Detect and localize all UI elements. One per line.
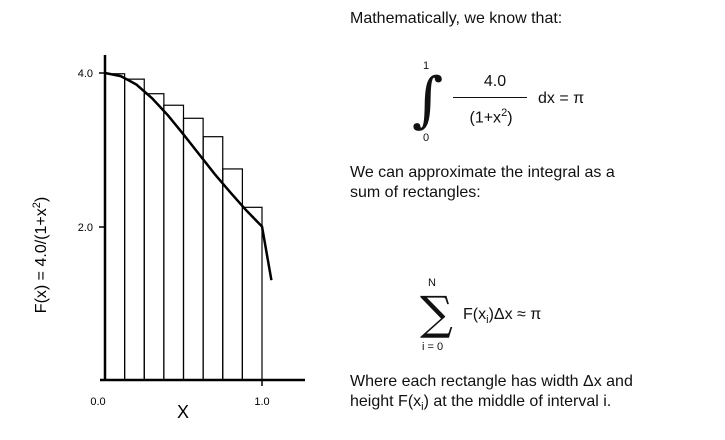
fraction-denominator: (1+x2) [469, 107, 513, 127]
where-text-line2: height F(xi) at the middle of interval i… [350, 393, 612, 414]
rectangle-2 [124, 78, 145, 381]
y-tick-label-top: 4.0 [78, 68, 93, 80]
x-axis-label: X [177, 402, 189, 422]
rectangles-group [104, 73, 263, 381]
fraction-numerator: 4.0 [483, 73, 507, 90]
rectangle-1 [104, 73, 126, 381]
x-tick-label-right: 1.0 [254, 396, 269, 408]
x-tick-label-left: 0.0 [90, 396, 105, 408]
rectangle-7 [222, 168, 243, 381]
approx-text-line1: We can approximate the integral as a [350, 164, 615, 181]
integral-sign-icon: ∫ [412, 65, 444, 135]
rectangle-8 [241, 206, 263, 381]
rectangle-4 [163, 104, 185, 381]
fraction-bar [453, 97, 527, 98]
integral-tail: dx = π [538, 90, 585, 107]
curve-line [104, 71, 273, 281]
sum-expression: F(xi)Δx ≈ π [463, 306, 542, 327]
intro-text: Mathematically, we know that: [350, 10, 563, 27]
integral-lower-limit: 0 [423, 132, 430, 144]
where-text-line1: Where each rectangle has width Δx and [350, 373, 633, 390]
sum-upper-limit: N [428, 277, 436, 289]
y-tick-label-mid: 2.0 [78, 222, 93, 234]
y-axis-label: F(x) = 4.0/(1+x2) [31, 197, 50, 313]
integral-upper-limit: 1 [423, 60, 430, 72]
sum-lower-limit: i = 0 [422, 341, 444, 353]
approx-text-line2: sum of rectangles: [350, 184, 481, 201]
rectangle-3 [143, 93, 165, 381]
sigma-icon: ∑ [420, 286, 453, 340]
